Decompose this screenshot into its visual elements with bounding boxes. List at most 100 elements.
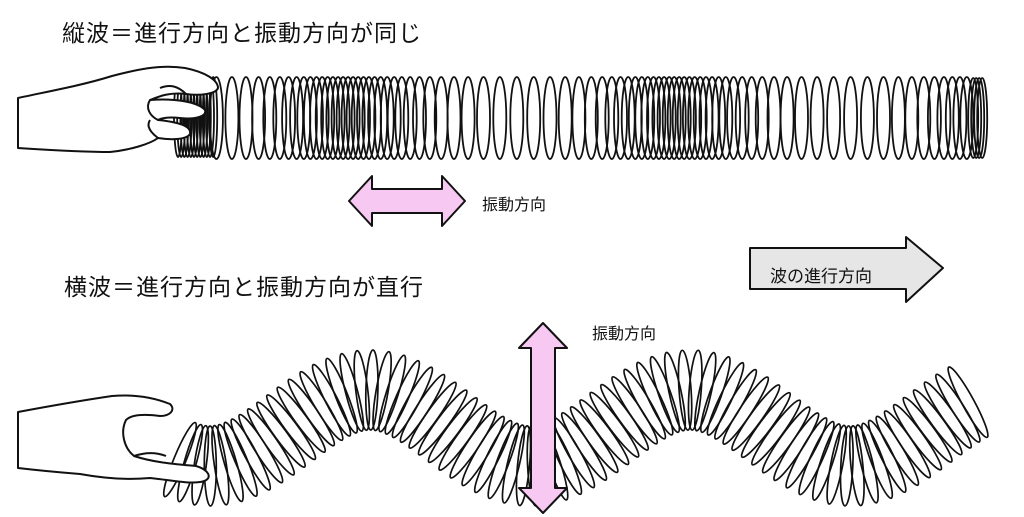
coil-loop — [509, 76, 525, 160]
longitudinal-slinky-spring — [173, 76, 989, 160]
coil-loop — [656, 76, 672, 160]
coil-loop — [779, 76, 795, 160]
coil-loop — [379, 76, 395, 160]
coil-loop — [473, 419, 513, 494]
coil-loop — [361, 76, 377, 160]
transverse-wave-title: 横波＝進行方向と振動方向が直行 — [64, 275, 424, 301]
coil-loop — [682, 76, 697, 160]
coil-loop — [320, 76, 336, 160]
coil-loop — [794, 76, 809, 160]
coil-loop — [501, 424, 526, 504]
coil-loop — [412, 76, 427, 160]
coil-loop — [860, 76, 875, 160]
coil-loop — [677, 349, 693, 431]
coil-loop — [646, 76, 661, 160]
coil-loop — [476, 76, 491, 160]
coil-loop — [378, 354, 407, 433]
propagation-label: 波の進行方向 — [770, 267, 872, 287]
coil-loop — [663, 351, 687, 432]
coil-loop — [744, 76, 760, 160]
coil-loop — [692, 76, 708, 160]
coil-loop — [927, 76, 942, 160]
coil-loop — [325, 357, 359, 434]
coil-loop — [843, 76, 858, 160]
coil-loop — [311, 363, 352, 437]
coil-loop — [350, 76, 366, 160]
coil-loop — [251, 76, 267, 160]
coil-loop — [487, 422, 520, 500]
coil-loop — [238, 76, 254, 160]
coil-loop — [718, 76, 734, 160]
coil-loop — [557, 76, 573, 160]
coil-loop — [402, 76, 418, 160]
coil-loop — [364, 349, 379, 431]
coil-loop — [339, 352, 365, 432]
coil-loop — [952, 76, 968, 160]
coil-loop — [848, 425, 865, 507]
coil-loop — [826, 76, 841, 160]
coil-loop — [262, 76, 278, 160]
coil-loop — [904, 76, 920, 160]
coil-loop — [699, 356, 731, 434]
coil-loop — [693, 351, 717, 432]
coil-loop — [711, 76, 727, 160]
coil-loop — [604, 76, 620, 160]
coil-loop — [876, 76, 891, 160]
coil-loop — [191, 424, 210, 506]
longitudinal-vibration-label: 振動方向 — [482, 195, 547, 214]
coil-loop — [666, 76, 682, 160]
coil-loop — [891, 76, 906, 160]
coil-loop — [613, 76, 628, 160]
coil-loop — [640, 76, 656, 160]
transverse-vibration-label: 振動方向 — [592, 324, 657, 343]
coil-loop — [372, 350, 393, 432]
coil-loop — [309, 76, 324, 160]
coil-loop — [394, 76, 410, 160]
coil-loop — [325, 76, 341, 160]
coil-loop — [224, 76, 240, 160]
coil-loop — [526, 76, 542, 160]
coil-loop — [203, 425, 218, 507]
propagation-arrow-icon — [749, 236, 944, 303]
coil-loop — [676, 76, 692, 160]
coil-loop — [973, 77, 986, 159]
transverse-slinky-spring — [162, 349, 989, 507]
coil-loop — [734, 76, 750, 160]
hand-top-icon — [17, 65, 219, 153]
coil-loop — [386, 76, 402, 160]
coil-loop — [944, 76, 960, 160]
coil-loop — [340, 76, 356, 160]
coil-loop — [634, 76, 650, 160]
vibration-double-arrow-vertical-icon — [518, 322, 568, 514]
coil-loop — [687, 76, 703, 160]
coil-loop — [970, 77, 983, 159]
coil-loop — [272, 76, 288, 160]
coil-loop — [211, 424, 230, 506]
coil-loop — [687, 349, 703, 431]
coil-loop — [460, 76, 476, 160]
coil-loop — [176, 423, 204, 503]
coil-loop — [583, 76, 599, 160]
coil-loop — [345, 76, 361, 160]
coil-loop — [353, 349, 371, 432]
coil-loop — [217, 423, 244, 503]
coil-loop — [281, 76, 297, 160]
coil-loop — [649, 355, 681, 434]
coil-loop — [651, 76, 667, 160]
coil-loop — [754, 76, 770, 160]
coil-loop — [936, 76, 952, 160]
vibration-double-arrow-horizontal-icon — [348, 175, 466, 227]
coil-loop — [861, 422, 894, 500]
coil-loop — [492, 76, 508, 160]
coil-loop — [162, 421, 198, 498]
coil-loop — [571, 76, 587, 160]
coil-loop — [335, 76, 351, 160]
coil-loop — [208, 76, 224, 160]
hand-bottom-icon — [17, 394, 210, 484]
coil-loop — [542, 76, 558, 160]
coil-loop — [947, 366, 989, 439]
coil-loop — [635, 361, 674, 436]
coil-loop — [356, 76, 371, 160]
coil-loop — [967, 77, 980, 159]
